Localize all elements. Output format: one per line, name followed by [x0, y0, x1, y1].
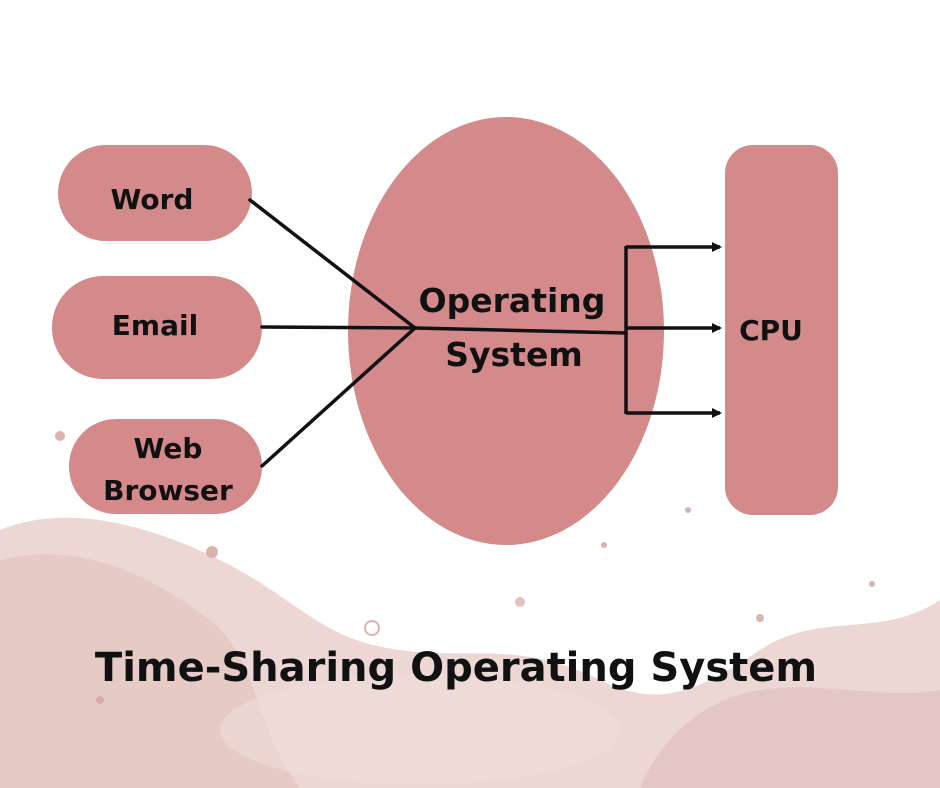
connector-os-hub-to-splitter	[413, 326, 628, 335]
cpu-node-label: CPU	[739, 314, 803, 347]
cpu-connectors	[624, 242, 722, 418]
os-node-label-line2: System	[445, 335, 582, 374]
watercolor-background	[0, 431, 940, 788]
connector-email-to-os	[260, 325, 417, 330]
app-node-email-label: Email	[112, 309, 198, 342]
app-node-word: Word	[58, 145, 252, 241]
app-node-word-shape	[58, 145, 252, 241]
cpu-node-shape	[725, 145, 838, 515]
connector-word-to-os	[248, 198, 417, 330]
app-node-web-browser: Web Browser	[69, 419, 262, 514]
app-node-word-label: Word	[111, 183, 194, 216]
os-node-label: Operating System	[419, 281, 606, 374]
cpu-node: CPU	[725, 145, 838, 515]
connector-web-browser-to-os	[260, 326, 417, 468]
app-node-email-shape	[52, 276, 262, 379]
app-connectors	[248, 198, 628, 468]
os-node-label-line1: Operating	[419, 281, 606, 320]
app-node-web-browser-label-line1: Web	[134, 432, 203, 465]
app-node-web-browser-label-line2: Browser	[103, 474, 233, 507]
app-node-web-browser-shape	[69, 419, 262, 514]
diagram-title: Time-Sharing Operating System	[95, 645, 817, 691]
app-node-email: Email	[52, 276, 262, 379]
